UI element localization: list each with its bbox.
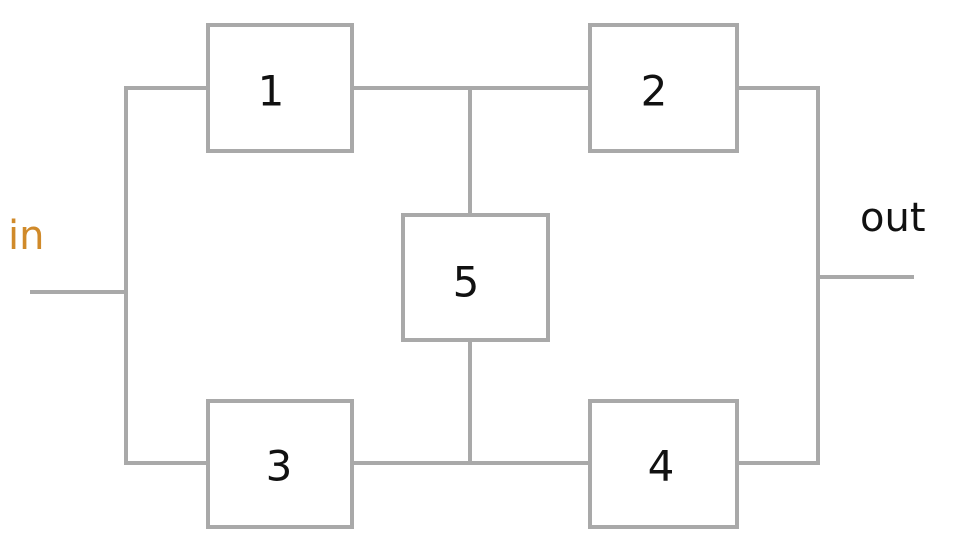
block-3: 3 [206,399,354,529]
block-3-box [206,399,354,529]
block-3-label: 3 [266,442,293,491]
output-label: out [860,195,926,241]
input-label: in [8,213,44,259]
block-4: 4 [588,399,739,529]
block-2-box [588,23,739,153]
block-5-label: 5 [453,258,480,307]
wires [30,86,914,465]
block-4-label: 4 [648,442,675,491]
block-1: 1 [206,23,354,153]
block-1-label: 1 [258,67,285,116]
block-2-label: 2 [641,67,668,116]
block-4-box [588,399,739,529]
block-5: 5 [401,213,550,342]
block-2: 2 [588,23,739,153]
block-5-box [401,213,550,342]
block-1-box [206,23,354,153]
